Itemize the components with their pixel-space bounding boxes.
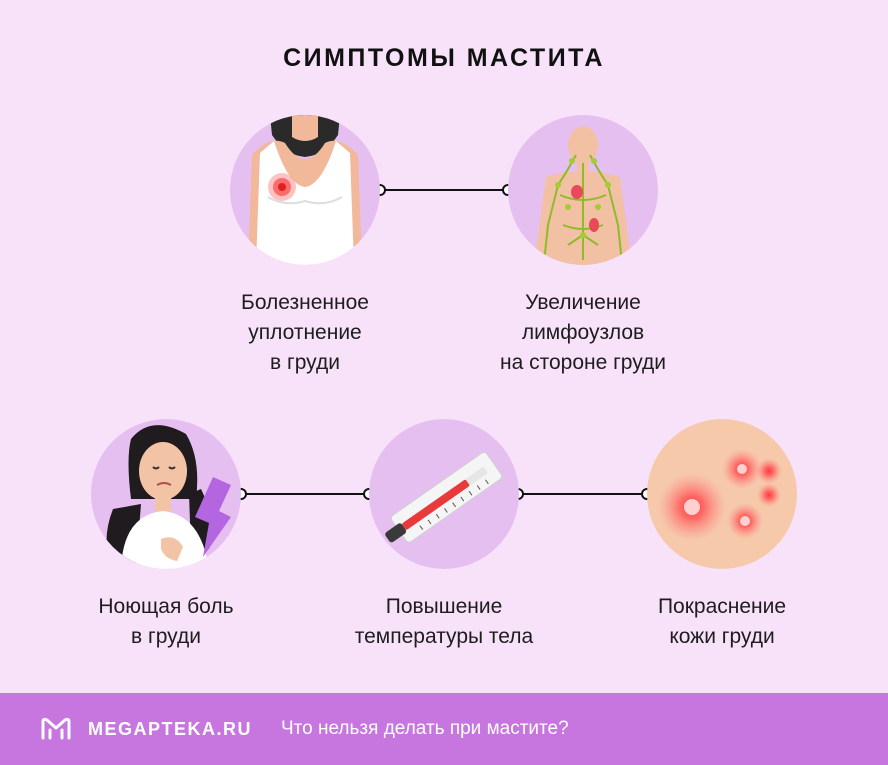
caption-line: в груди (131, 625, 201, 648)
caption-line: уплотнение (248, 321, 362, 344)
symptom-skin-redness-illustration (647, 419, 797, 569)
symptom-lymph-nodes-illustration (508, 115, 658, 265)
caption-line: Повышение (385, 595, 503, 618)
symptom-temperature-illustration (369, 419, 519, 569)
symptom-caption-lymph-nodes: Увеличение лимфоузлов на стороне груди (453, 288, 713, 378)
thermometer-icon (385, 451, 503, 543)
page-title: СИМПТОМЫ МАСТИТА (283, 44, 605, 72)
aching-pain-icon (106, 425, 231, 569)
footer-article-link[interactable]: Что нельзя делать при мастите? (281, 718, 569, 739)
caption-line: лимфоузлов (521, 321, 645, 344)
caption-line: в груди (270, 351, 340, 374)
symptom-aching-pain-illustration (91, 419, 241, 569)
footer-site-name[interactable]: MEGAPTEKA.RU (88, 719, 253, 739)
symptom-caption-breast-lump: Болезненное уплотнение в груди (175, 288, 435, 378)
caption-line: на стороне груди (499, 351, 667, 374)
skin-redness-icon (658, 449, 782, 541)
symptom-breast-lump-illustration (230, 115, 380, 265)
footer-bar: MEGAPTEKA.RU Что нельзя делать при масти… (0, 693, 888, 765)
symptom-caption-aching-pain: Ноющая боль в груди (36, 592, 296, 652)
caption-line: кожи груди (669, 625, 775, 648)
caption-line: Болезненное (241, 291, 369, 314)
breast-lump-icon (248, 115, 362, 265)
megapteka-logo-icon[interactable] (40, 716, 72, 742)
caption-line: Покраснение (657, 595, 787, 618)
lymph-nodes-icon (534, 126, 632, 265)
symptom-caption-temperature: Повышение температуры тела (314, 592, 574, 652)
caption-line: Ноющая боль (98, 595, 234, 618)
caption-line: Увеличение (525, 291, 641, 314)
caption-line: температуры тела (354, 625, 534, 648)
symptom-caption-skin-redness: Покраснение кожи груди (592, 592, 852, 652)
